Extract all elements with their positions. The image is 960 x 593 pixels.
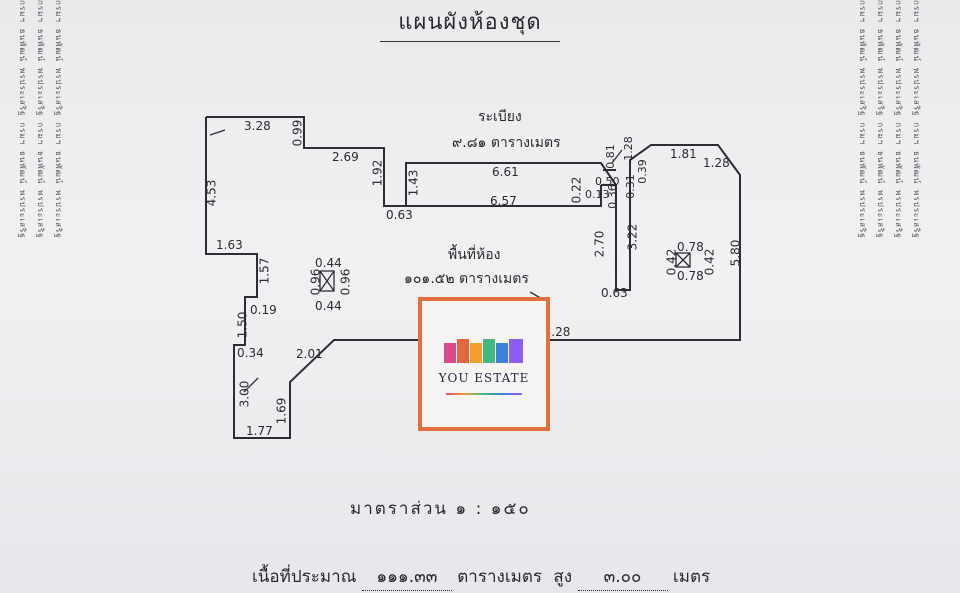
dim-0-99: 0.99 — [290, 119, 305, 147]
dim-0-63-a: 0.63 — [386, 208, 413, 222]
right-stamp-strip-1: กรมฯ ธนพัฒน์ พรประเสริฐ กรมฯ ธนพัฒน์ พรป… — [858, 0, 867, 239]
dim-0-78-b: 0.78 — [677, 269, 704, 283]
dim-1-50: 1.50 — [235, 311, 250, 339]
dim-6-61: 6.61 — [492, 165, 519, 179]
dim-0-63-b: 0.63 — [601, 286, 628, 300]
balcony-label: ระเบียง — [478, 109, 522, 125]
dim-1-63: 1.63 — [216, 238, 243, 252]
watermark-logo: YOU ESTATE — [418, 297, 550, 431]
dim-0-34: 0.34 — [237, 346, 264, 360]
dim-4-53: 4.53 — [204, 179, 219, 207]
watermark-rule — [446, 393, 522, 395]
area-unit: ตารางเมตร — [457, 567, 543, 587]
watermark-brand: YOU ESTATE — [438, 371, 530, 385]
dim-0-39: 0.39 — [635, 159, 649, 184]
dim-2-69: 2.69 — [332, 150, 359, 164]
height-unit: เมตร — [672, 567, 711, 587]
dim-1-57: 1.57 — [257, 257, 272, 285]
dim-1-77: 1.77 — [246, 424, 273, 438]
dim-2-01: 2.01 — [296, 347, 323, 361]
room-area: ๑๐๑.๕๒ ตารางเมตร — [404, 271, 529, 287]
dim-0-44-a: 0.44 — [315, 256, 342, 270]
dim-0-81: 0.81 — [603, 144, 617, 169]
area-label: เนื้อที่ประมาณ — [252, 567, 357, 587]
dim-0-42-b: 0.42 — [702, 248, 717, 276]
dim-1-28-b: 1.28 — [703, 156, 730, 170]
dim-0-96-b: 0.96 — [338, 268, 353, 296]
height-value: ๓.๐๐ — [577, 563, 668, 591]
dim-0-96-a: 0.96 — [308, 268, 323, 296]
dim-0-36: 0.36 — [605, 184, 619, 209]
left-stamp-strip-3: กรมฯ ธนพัฒน์ พรประเสริฐ กรมฯ ธนพัฒน์ พรป… — [54, 0, 63, 239]
balcony-area: ๙.๘๑ ตารางเมตร — [452, 135, 561, 151]
dim-0-78-a: 0.78 — [677, 240, 704, 254]
dim-1-69: 1.69 — [274, 397, 289, 425]
dim-5-80: 5.80 — [728, 239, 743, 267]
page-title: แผนผังห้องชุด — [380, 4, 560, 42]
right-stamp-strip-4: กรมฯ ธนพัฒน์ พรประเสริฐ กรมฯ ธนพัฒน์ พรป… — [912, 0, 921, 239]
dim-0-13: 0.13 — [585, 188, 610, 201]
left-stamp-strip-1: กรมฯ ธนพัฒน์ พรประเสริฐ กรมฯ ธนพัฒน์ พรป… — [18, 0, 27, 239]
height-label: สูง — [553, 567, 573, 587]
dim-1-92: 1.92 — [370, 159, 385, 187]
dim-3-00: 3.00 — [237, 380, 252, 408]
dim-0-44-b: 0.44 — [315, 299, 342, 313]
dim-2-70: 2.70 — [592, 230, 607, 258]
dim-6-57: 6.57 — [490, 194, 517, 208]
dim-0-50: 0.50 — [595, 175, 620, 188]
room-label: พื้นที่ห้อง — [448, 247, 501, 263]
dim-1-81: 1.81 — [670, 147, 697, 161]
dim-1-43: 1.43 — [406, 169, 421, 197]
buildings-icon — [444, 339, 523, 363]
right-stamp-strip-3: กรมฯ ธนพัฒน์ พรประเสริฐ กรมฯ ธนพัฒน์ พรป… — [894, 0, 903, 239]
area-value: ๑๑๑.๓๓ — [361, 563, 452, 591]
area-summary: เนื้อที่ประมาณ ๑๑๑.๓๓ ตารางเมตร สูง ๓.๐๐… — [252, 563, 710, 591]
dim-3-28: 3.28 — [244, 119, 271, 133]
dim-0-22: 0.22 — [569, 176, 584, 204]
shaft-left — [319, 270, 335, 292]
dim-1-28-a: 1.28 — [621, 136, 635, 161]
right-stamp-strip-2: กรมฯ ธนพัฒน์ พรประเสริฐ กรมฯ ธนพัฒน์ พรป… — [876, 0, 885, 239]
dim-3-22: 3.22 — [625, 223, 640, 251]
shaft-right — [675, 252, 691, 268]
left-stamp-strip-2: กรมฯ ธนพัฒน์ พรประเสริฐ กรมฯ ธนพัฒน์ พรป… — [36, 0, 45, 239]
dim-0-19: 0.19 — [250, 303, 277, 317]
scale-label: มาตราส่วน ๑ : ๑๕๐ — [350, 499, 531, 519]
